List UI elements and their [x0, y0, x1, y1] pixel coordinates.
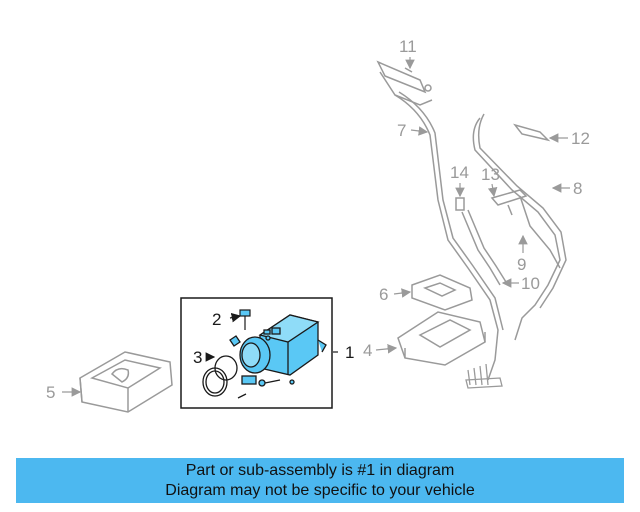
part-14-hose: [455, 197, 507, 286]
callout-12: 12: [571, 129, 590, 148]
part-1-abs-modulator: [229, 314, 327, 399]
banner-line-part-info: Part or sub-assembly is #1 in diagram: [185, 461, 455, 479]
callout-3: 3: [193, 348, 202, 367]
callout-6: 6: [379, 285, 388, 304]
callout-11: 11: [399, 37, 417, 56]
callout-4: 4: [363, 341, 372, 360]
part-7-brake-line: [394, 91, 504, 381]
callout-9: 9: [517, 255, 526, 274]
callout-14: 14: [450, 163, 469, 182]
callout-1: 1: [345, 343, 354, 362]
line-bundle: [465, 363, 503, 389]
callout-5: 5: [46, 383, 55, 402]
part-8-brake-line: [472, 113, 567, 341]
parts-diagram: 1 2 3 4 5 6 7 8 9 10 11 12 13 14: [46, 37, 590, 413]
banner-line-disclaimer: Diagram may not be specific to your vehi…: [165, 481, 475, 499]
part-12-clip: [513, 123, 551, 142]
part-6-bracket: [411, 274, 473, 311]
info-banner: Part or sub-assembly is #1 in diagram Di…: [16, 458, 624, 503]
part-3-oring: [202, 355, 238, 397]
part-1-detail-box: [180, 297, 333, 409]
part-4-mount: [397, 311, 486, 366]
callout-7: 7: [397, 121, 406, 140]
part-2-bolt: [239, 309, 251, 330]
callout-8: 8: [573, 179, 582, 198]
part-13-sensor: [490, 189, 528, 216]
callout-10: 10: [521, 274, 540, 293]
callout-13: 13: [481, 165, 500, 184]
callout-leaders: [62, 57, 570, 397]
part-5-tray: [79, 351, 173, 413]
callout-2: 2: [212, 310, 221, 329]
part-11-bracket: [376, 60, 433, 106]
